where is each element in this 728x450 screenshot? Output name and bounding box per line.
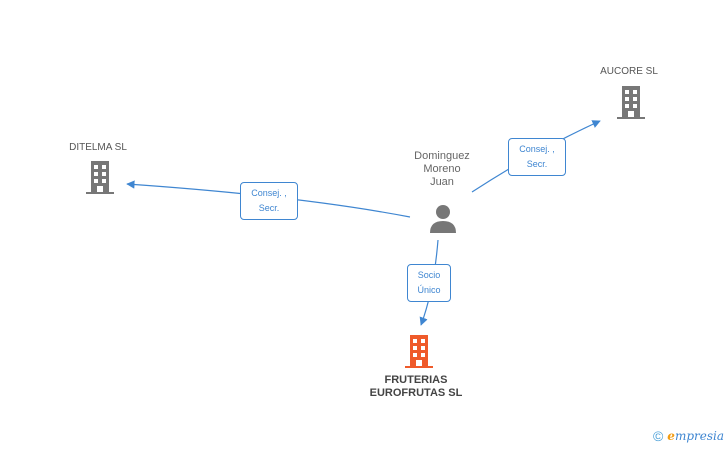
company-label-aucore[interactable]: AUCORE SL [600,66,658,77]
person-icon[interactable] [430,205,456,233]
building-icon[interactable] [617,86,645,119]
copyright-icon: © [652,428,664,444]
edge-label-line: Socio [417,270,441,280]
brand-logo: empresia [667,429,724,443]
brand-rest: mpresia [674,429,724,443]
edge-label-line: Secr. [258,203,280,213]
building-icon-main[interactable] [405,335,433,368]
edge-label-fruterias: Socio Único [407,264,451,302]
empresia-watermark: © empresia [653,428,724,444]
company-label-ditelma[interactable]: DITELMA SL [69,142,127,153]
building-icon[interactable] [86,161,114,194]
company-label-fruterias[interactable]: FRUTERIAS EUROFRUTAS SL [369,374,463,399]
person-label[interactable]: Dominguez Moreno Juan [414,150,470,188]
edge-label-aucore: Consej. , Secr. [508,138,566,176]
edge-label-line: Secr. [526,159,548,169]
edge-label-line: Consej. , [251,188,287,198]
edge-label-line: Único [417,285,441,295]
edge-label-line: Consej. , [519,144,555,154]
brand-initial: e [667,429,675,443]
edge-label-ditelma: Consej. , Secr. [240,182,298,220]
